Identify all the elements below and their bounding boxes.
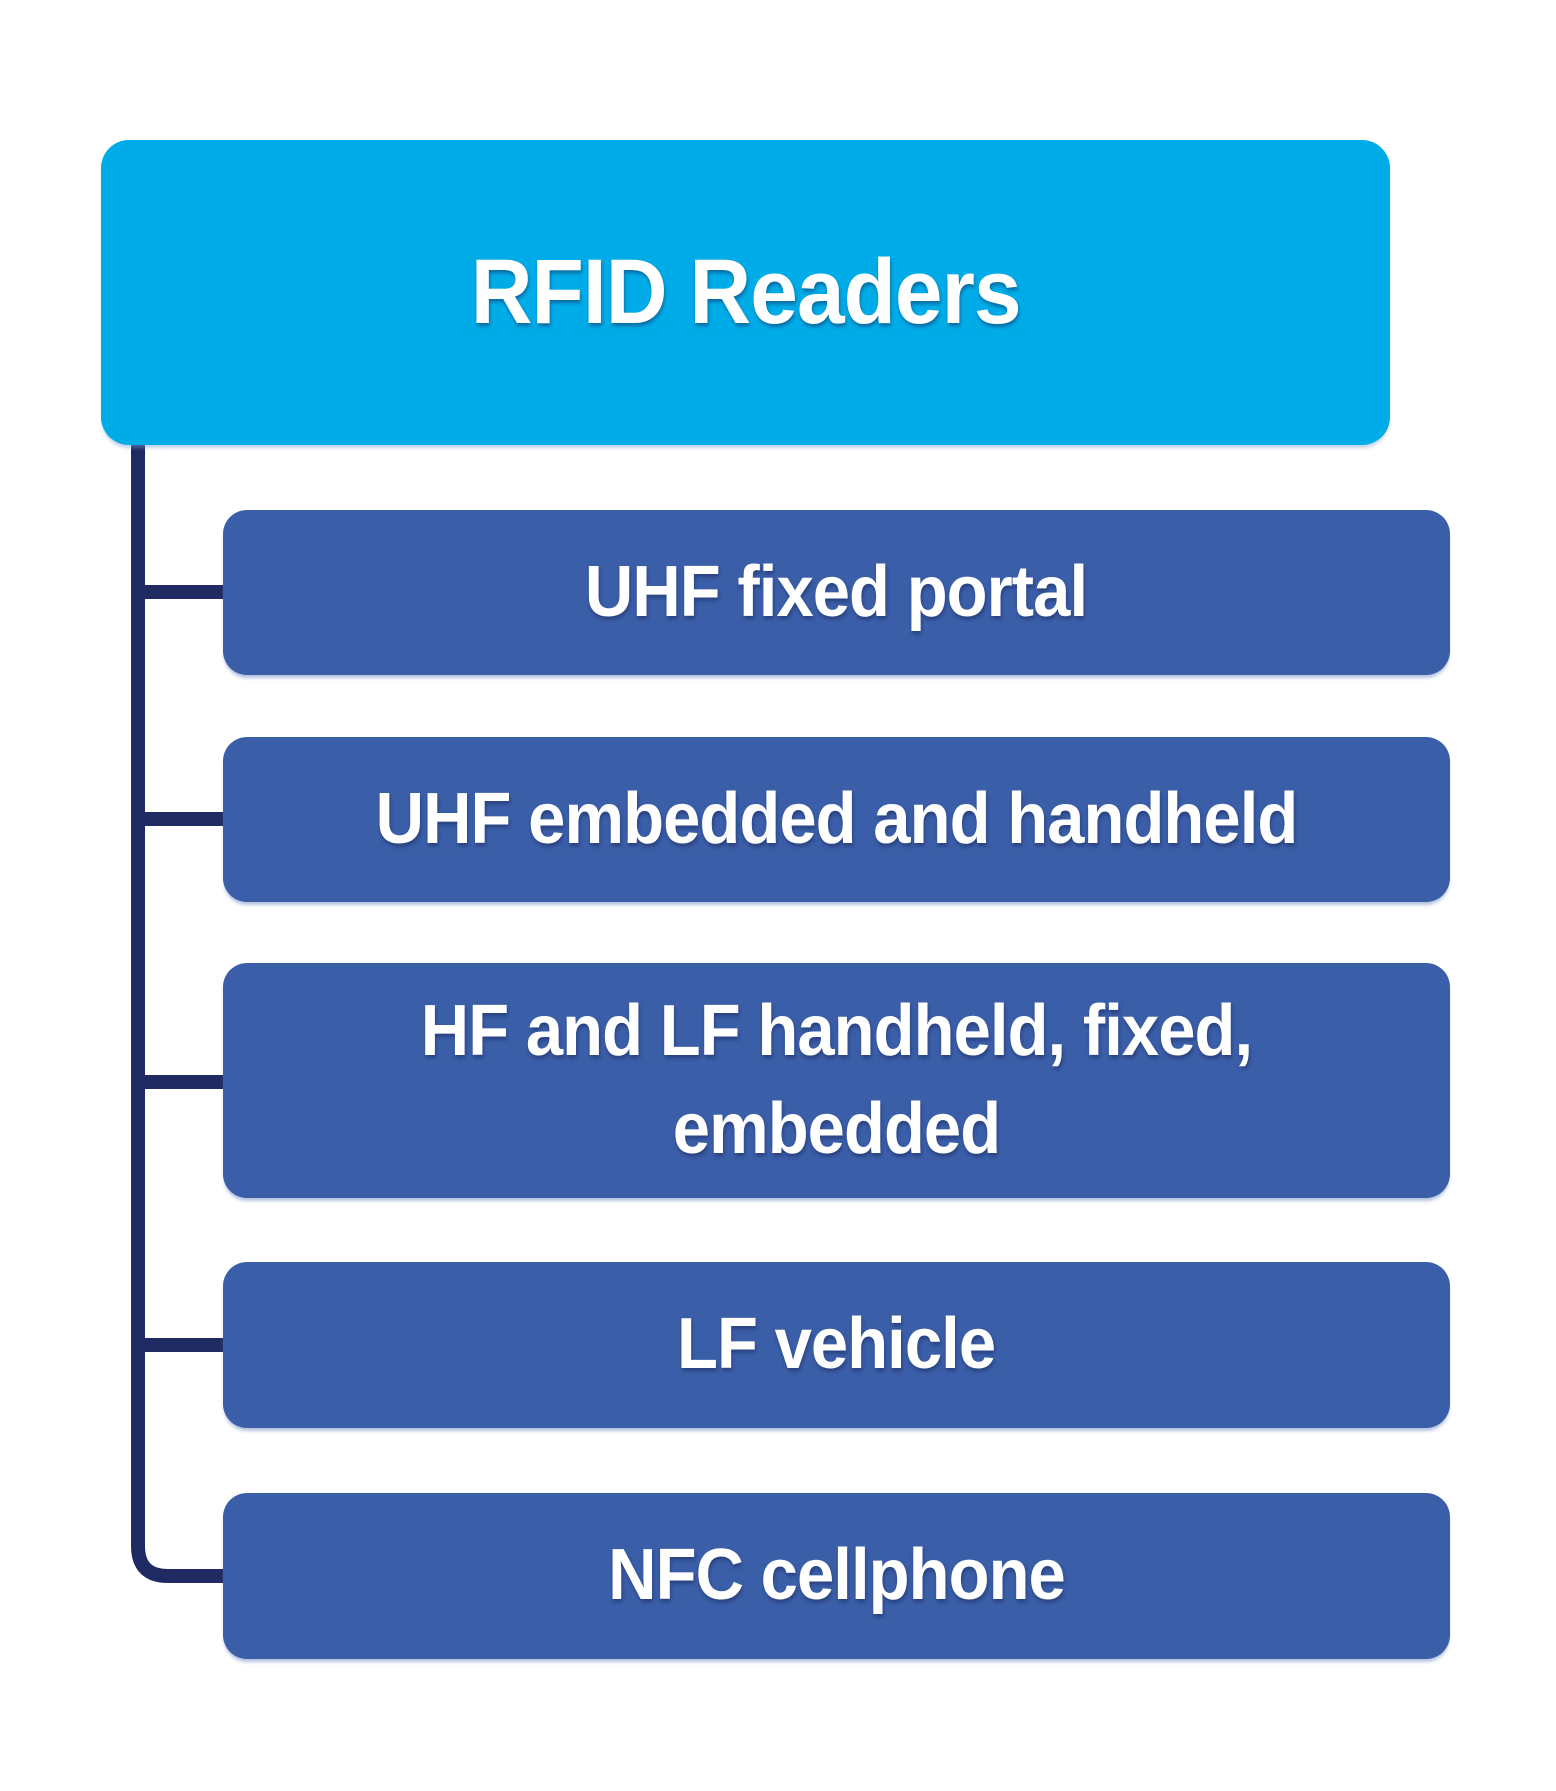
child-node-label: HF and LF handheld, fixed, embedded — [420, 991, 1253, 1169]
connector-trunk — [131, 438, 225, 1583]
node-hf-lf-handheld-fixed-embedded: HF and LF handheld, fixed, embedded — [223, 963, 1450, 1198]
node-lf-vehicle: LF vehicle — [223, 1262, 1450, 1428]
node-rfid-readers: RFID Readers — [101, 140, 1390, 445]
child-node-label: UHF embedded and handheld — [375, 778, 1299, 859]
node-uhf-fixed-portal: UHF fixed portal — [223, 510, 1450, 675]
child-node-label: NFC cellphone — [608, 1535, 1066, 1616]
node-uhf-embedded-handheld: UHF embedded and handheld — [223, 737, 1450, 902]
node-nfc-cellphone: NFC cellphone — [223, 1493, 1450, 1659]
child-node-label: LF vehicle — [677, 1304, 996, 1385]
root-node-label: RFID Readers — [470, 241, 1022, 343]
child-node-label: UHF fixed portal — [585, 551, 1088, 632]
